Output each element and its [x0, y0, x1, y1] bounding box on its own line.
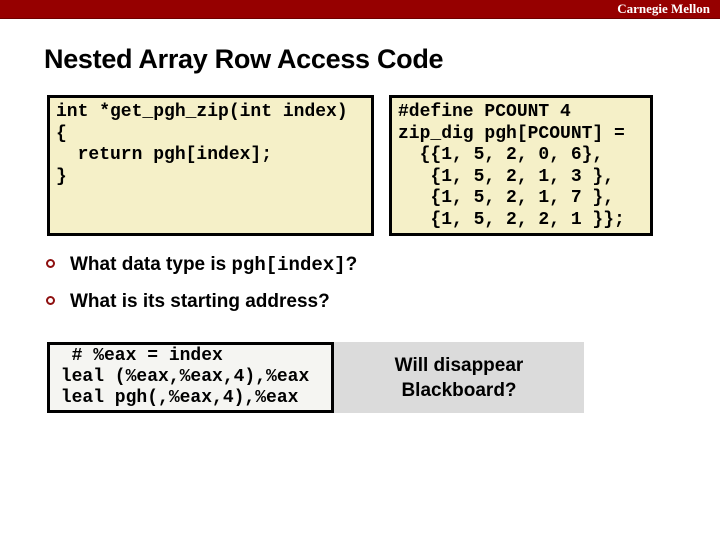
top-bar: Carnegie Mellon: [0, 0, 720, 19]
bullet-item-starting-address: What is its starting address?: [46, 290, 357, 314]
note-box: Will disappear Blackboard?: [334, 342, 584, 413]
note-line-2: Blackboard?: [401, 379, 517, 401]
bullet-text: What is its starting address?: [70, 290, 330, 314]
bullet-text-prefix: What is its starting address?: [70, 291, 330, 312]
bullet-circle-icon: [46, 259, 55, 268]
bullet-list: What data type is pgh[index]? What is it…: [46, 253, 357, 327]
bullet-text-prefix: What data type is: [70, 254, 232, 275]
c-code-box: int *get_pgh_zip(int index) { return pgh…: [47, 95, 374, 236]
bullet-inline-code: pgh[index]: [231, 254, 346, 276]
bullet-circle-icon: [46, 296, 55, 305]
brand-text: Carnegie Mellon: [617, 1, 710, 16]
array-decl-code-box: #define PCOUNT 4 zip_dig pgh[PCOUNT] = {…: [389, 95, 653, 236]
bullet-text: What data type is pgh[index]?: [70, 253, 357, 277]
bullet-item-data-type: What data type is pgh[index]?: [46, 253, 357, 277]
note-line-1: Will disappear: [394, 354, 524, 376]
page-title: Nested Array Row Access Code: [44, 44, 444, 74]
assembly-code-box: # %eax = index leal (%eax,%eax,4),%eax l…: [47, 342, 334, 413]
bullet-text-suffix: ?: [345, 254, 358, 275]
